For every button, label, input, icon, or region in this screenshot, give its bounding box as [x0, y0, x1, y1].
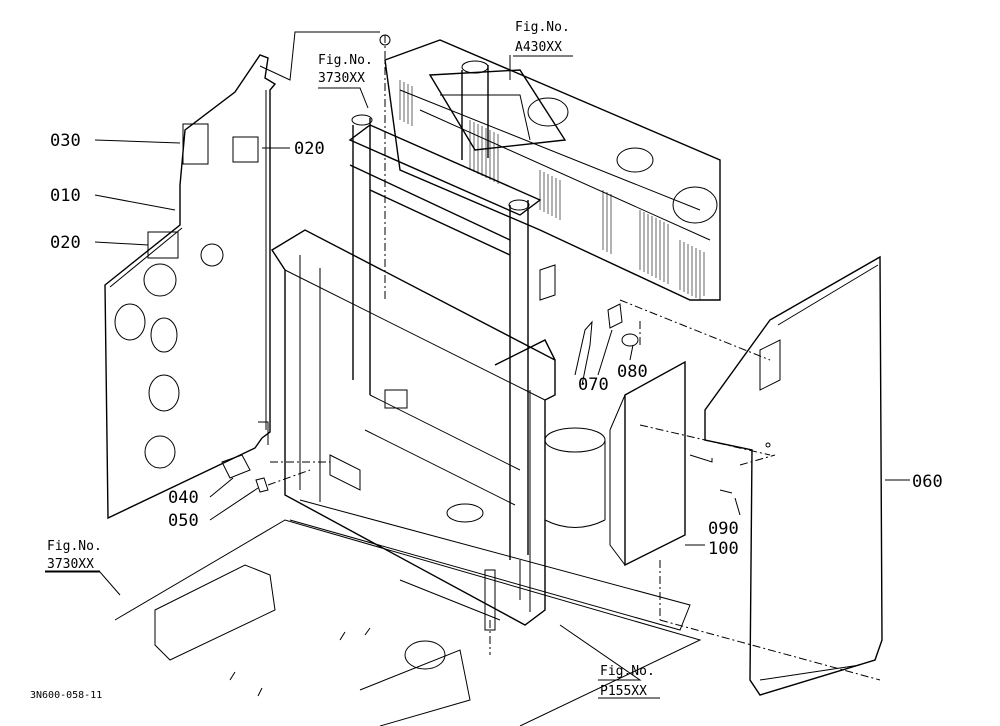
fig-ref-bottom-center-label: Fig.No.	[600, 664, 655, 679]
fig-ref-top-center-number: 3730XX	[318, 71, 365, 86]
fig-ref-top-center-label: Fig.No.	[318, 53, 373, 68]
fig-ref-top-right-label: Fig.No.	[515, 20, 570, 35]
tank-cylinder	[544, 427, 606, 528]
figure-references: Fig.No. 3730XX Fig.No. A430XX Fig.No. 37…	[45, 20, 660, 699]
part-label-010: 010	[50, 186, 81, 206]
part-label-060: 060	[912, 472, 943, 492]
center-frame	[348, 60, 567, 560]
part-label-020-lower: 020	[50, 233, 81, 253]
fig-ref-bottom-center-number: P155XX	[600, 684, 647, 699]
fig-ref-bottom-left-label: Fig.No.	[47, 539, 102, 554]
radiator-assembly	[384, 39, 721, 301]
part-label-090: 090	[708, 519, 739, 539]
fig-ref-top-right-number: A430XX	[515, 40, 562, 55]
small-parts	[221, 34, 733, 697]
right-side-panel	[704, 255, 883, 696]
part-labels: 030 020 010 020 040 050 070 080 060 090 …	[50, 131, 943, 559]
part-label-050: 050	[168, 511, 199, 531]
cover-panel-100	[609, 360, 686, 567]
part-label-070: 070	[578, 375, 609, 395]
part-label-080: 080	[617, 362, 648, 382]
part-label-020-top: 020	[294, 139, 325, 159]
drawing-code: 3N600-058-11	[30, 690, 102, 701]
assembly-lines	[267, 35, 881, 681]
leader-lines	[45, 31, 910, 681]
part-label-100: 100	[708, 539, 739, 559]
fig-ref-bottom-left-number: 3730XX	[47, 557, 94, 572]
part-label-040: 040	[168, 488, 199, 508]
front-frame-panel	[271, 229, 556, 626]
left-side-panel	[104, 54, 277, 520]
part-label-030: 030	[50, 131, 81, 151]
